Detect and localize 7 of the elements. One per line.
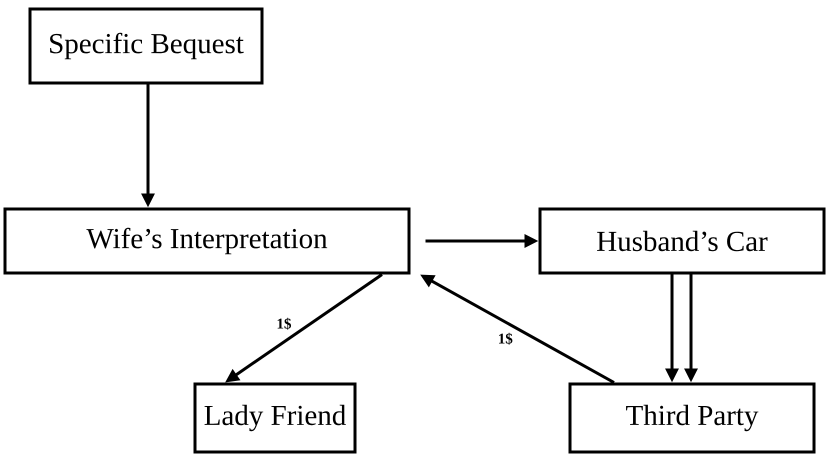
process-box: Specific Bequest [28, 8, 264, 84]
edge-label: 1$ [499, 332, 512, 345]
edge-label: 1$ [278, 318, 292, 330]
process-box: Husband’s Car [538, 208, 826, 274]
process-box: Third Party [568, 382, 816, 454]
process-box: Wife’s Interpretation [4, 208, 410, 274]
process-box: Lady Friend [194, 382, 356, 454]
